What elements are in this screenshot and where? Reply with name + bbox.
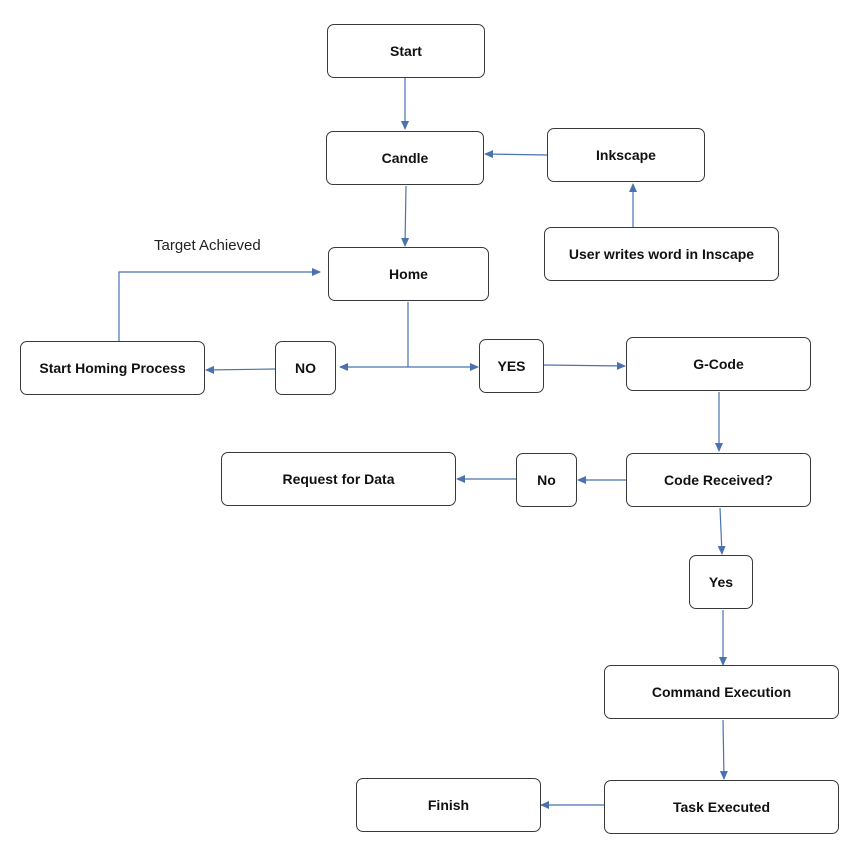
node-code-received: Code Received?	[626, 453, 811, 507]
edge-code-received-to-yes	[717, 507, 726, 555]
edge-yes-to-gcode	[543, 361, 626, 370]
node-yes-lower: Yes	[689, 555, 753, 609]
node-no-lower: No	[516, 453, 577, 507]
node-command-execution: Command Execution	[604, 665, 839, 719]
edge-target-achieved-loop	[118, 268, 321, 342]
node-request-for-data: Request for Data	[221, 452, 456, 506]
edge-candle-to-home	[401, 185, 410, 247]
edge-no-to-start-homing	[205, 365, 276, 374]
edge-inkscape-to-candle	[484, 150, 548, 159]
node-start-homing-process: Start Homing Process	[20, 341, 205, 395]
node-inkscape: Inkscape	[547, 128, 705, 182]
node-yes-upper: YES	[479, 339, 544, 393]
node-user-writes-word: User writes word in Inscape	[544, 227, 779, 281]
label-target-achieved: Target Achieved	[154, 237, 261, 254]
node-home: Home	[328, 247, 489, 301]
node-finish: Finish	[356, 778, 541, 832]
node-no-upper: NO	[275, 341, 336, 395]
edge-command-execution-to-task-executed	[719, 719, 728, 780]
node-candle: Candle	[326, 131, 484, 185]
node-g-code: G-Code	[626, 337, 811, 391]
node-start: Start	[327, 24, 485, 78]
node-task-executed: Task Executed	[604, 780, 839, 834]
